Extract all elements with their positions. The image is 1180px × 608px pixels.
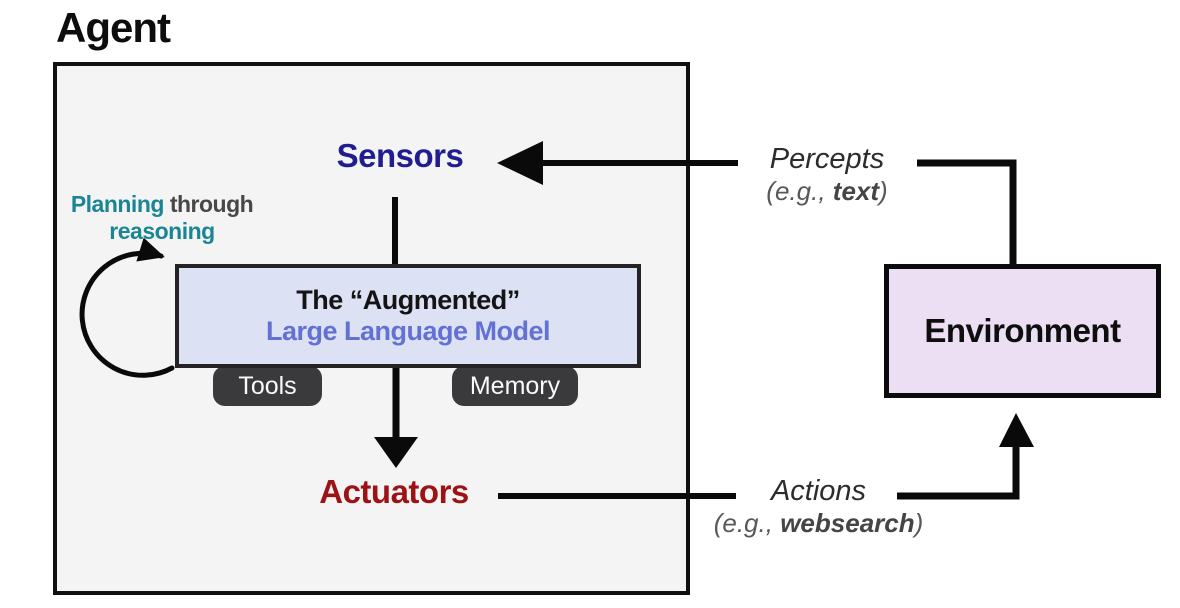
actions-eg-bold: websearch (780, 508, 915, 538)
actuators-label: Actuators (319, 473, 469, 510)
planning-word: Planning (70, 191, 165, 217)
through-word: through (169, 191, 254, 217)
actions-eg-close: ) (914, 508, 924, 538)
tools-tab-label: Tools (238, 371, 297, 400)
percepts-eg-open: (e.g., (766, 176, 833, 206)
environment-box: Environment (884, 264, 1161, 398)
llm-title-line2: Large Language Model (265, 316, 551, 346)
percepts-eg-close: ) (879, 176, 888, 206)
tools-tab: Tools (213, 366, 322, 406)
percepts-label: Percepts (e.g., text) (732, 143, 922, 207)
planning-label: Planning through reasoning (62, 191, 262, 245)
actions-arrowhead (999, 413, 1034, 447)
memory-tab: Memory (452, 366, 578, 406)
actions-word: Actions (770, 475, 867, 507)
environment-label: Environment (924, 312, 1121, 349)
percepts-line-right-elbow (917, 159, 1017, 266)
percepts-eg-bold: text (832, 176, 880, 206)
percepts-word: Percepts (769, 143, 885, 175)
sensors-label: Sensors (336, 137, 464, 174)
memory-tab-label: Memory (469, 371, 561, 400)
agent-title: Agent (56, 4, 171, 51)
reasoning-word: reasoning (109, 218, 215, 244)
actions-label: Actions (e.g., websearch) (696, 475, 941, 539)
actions-example: (e.g., websearch) (696, 508, 941, 539)
llm-title-line1: The “Augmented” (296, 285, 520, 315)
actions-eg-open: (e.g., (713, 508, 781, 538)
percepts-example: (e.g., text) (732, 176, 922, 207)
planning-line1: Planning through (62, 191, 262, 218)
llm-box: The “Augmented” Large Language Model (175, 264, 641, 368)
